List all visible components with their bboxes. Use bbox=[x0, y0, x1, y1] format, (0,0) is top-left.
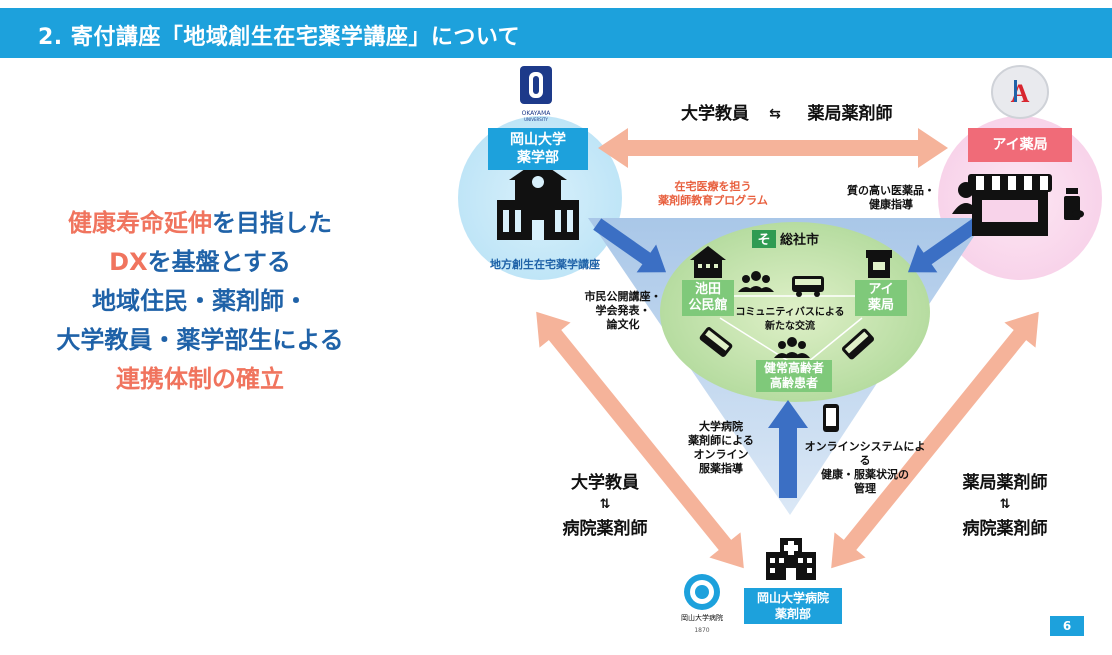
page-number: 6 bbox=[1050, 616, 1084, 636]
online-guidance-label: 大学病院 薬剤師による オンライン 服薬指導 bbox=[688, 420, 754, 475]
left-diagonal-arrow bbox=[536, 311, 744, 569]
soja-mark-glyph: そ bbox=[757, 233, 770, 248]
bus-icon-center bbox=[792, 276, 824, 297]
community-hall-icon bbox=[690, 246, 726, 278]
right-exchange-arrow: ⇅ bbox=[999, 497, 1011, 512]
header-bar bbox=[0, 8, 1112, 58]
okayama-logo-text: OKAYAMA bbox=[522, 110, 552, 117]
hospital-logo-text: 岡山大学病院 bbox=[681, 613, 723, 622]
ai-pharmacy-box: アイ薬局 bbox=[968, 128, 1072, 162]
ai-pharmacy-logo: A bbox=[991, 65, 1049, 119]
people-group-icon bbox=[738, 271, 774, 292]
slogan: 健康寿命延伸を目指した DXを基盤とする 地域住民・薬剤師・ 大学教員・薬学部生… bbox=[20, 204, 380, 399]
top-double-arrow bbox=[598, 128, 948, 168]
blue-arrow-up bbox=[768, 400, 808, 498]
ai-logo-letter: A bbox=[1011, 79, 1030, 108]
slogan-line4: 大学教員・薬学部生による bbox=[56, 326, 344, 354]
blue-arrow-right bbox=[907, 218, 981, 273]
okayama-pharmacy-box: 岡山大学 薬学部 bbox=[488, 128, 588, 170]
pharmacy-store-icon bbox=[968, 174, 1052, 236]
right-exchange-top: 薬局薬剤師 bbox=[962, 473, 1048, 493]
bus-icon-right bbox=[841, 328, 875, 360]
pharmacist-icon bbox=[952, 182, 980, 214]
page-title: 2. 寄付講座「地域創生在宅薬学講座」について bbox=[38, 25, 521, 50]
elderly-group-icon bbox=[774, 337, 810, 358]
hospital-logo-year: 1870 bbox=[694, 627, 709, 634]
slogan-line3: 地域住民・薬剤師・ bbox=[92, 287, 308, 315]
course-label: 地方創生在宅薬学講座 bbox=[490, 258, 600, 271]
elderly-box: 健常高齢者 高齢患者 bbox=[756, 360, 832, 392]
slogan-line5: 連携体制の確立 bbox=[116, 365, 284, 393]
blue-arrow-left bbox=[593, 218, 667, 273]
hospital-pharmacy-box: 岡山大学病院 薬剤部 bbox=[744, 588, 842, 624]
education-program-label: 在宅医療を担う 薬剤師教育プログラム bbox=[658, 180, 768, 207]
top-exchange-arrow: ⇆ bbox=[769, 106, 781, 122]
university-building-icon bbox=[497, 160, 579, 240]
ai-pharmacy-node: アイ 薬局 bbox=[855, 280, 907, 316]
slogan-line1-red: 健康寿命延伸 bbox=[68, 209, 212, 237]
medicine-bottle-icon bbox=[1064, 188, 1084, 220]
slogan-line2-blue: を基盤とする bbox=[147, 248, 291, 276]
top-exchange-left: 大学教員 bbox=[681, 104, 749, 124]
hospital-building-icon bbox=[766, 538, 816, 580]
slogan-line1-blue: を目指した bbox=[212, 209, 332, 237]
slogan-line2-red: DX bbox=[109, 248, 148, 276]
soja-city-label: 総社市 bbox=[780, 233, 820, 248]
left-exchange-top: 大学教員 bbox=[571, 473, 639, 493]
smartphone-icon bbox=[823, 404, 839, 432]
right-exchange-bottom: 病院薬剤師 bbox=[962, 519, 1048, 539]
hospital-logo bbox=[684, 574, 720, 610]
pharmacy-service-label: 質の高い医薬品・ 健康指導 bbox=[847, 184, 935, 211]
top-exchange-right: 薬局薬剤師 bbox=[807, 104, 893, 124]
bus-icon-left bbox=[699, 327, 733, 357]
left-exchange-bottom: 病院薬剤師 bbox=[562, 519, 648, 539]
small-shop-icon bbox=[866, 250, 892, 278]
okayama-logo-sub: UNIVERSITY bbox=[524, 117, 548, 122]
soja-city-mark bbox=[752, 230, 776, 248]
community-bus-label: コミュニティバスによる 新たな交流 bbox=[735, 307, 845, 332]
public-lecture-label: 市民公開講座・ 学会発表・ 論文化 bbox=[584, 290, 662, 331]
left-exchange-arrow: ⇅ bbox=[599, 497, 611, 512]
okayama-univ-logo bbox=[520, 66, 552, 104]
ikeda-hall-box: 池田 公民館 bbox=[682, 280, 734, 316]
right-diagonal-arrow bbox=[831, 311, 1039, 569]
community-ellipse bbox=[660, 222, 930, 402]
online-system-label: オンラインシステムによる 健康・服薬状況の 管理 bbox=[804, 440, 926, 495]
